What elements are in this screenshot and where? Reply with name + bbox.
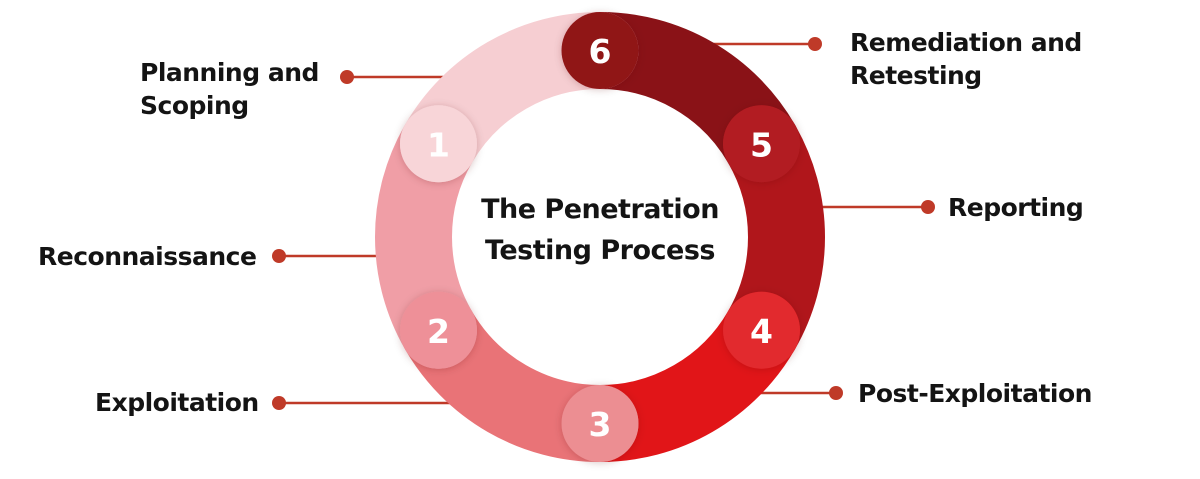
stage-number-2: 2 [427,312,450,351]
connector-dot-1 [340,70,354,84]
connector-dot-5 [921,200,935,214]
stage-numbers-group: 1 2 3 4 5 6 [427,32,773,444]
segment-caps-group [399,12,801,462]
stage-number-1: 1 [427,125,450,164]
stage-label-exploitation: Exploitation [95,388,259,417]
stage-label-post-exploitation: Post-Exploitation [858,379,1092,408]
segment-cap-2 [399,291,477,369]
connector-dot-2 [272,249,286,263]
diagram-title-line2: Testing Process [485,234,715,266]
stage-label-remediation-and-retesting: Remediation and Retesting [850,28,1082,90]
stage-label-reconnaissance: Reconnaissance [38,242,257,271]
connector-dot-4 [829,386,843,400]
connector-dot-6 [808,37,822,51]
connector-dot-3 [272,396,286,410]
segment-cap-6 [561,12,639,89]
stage-number-3: 3 [589,405,612,444]
diagram-title-line1: The Penetration [481,194,719,225]
stage-number-6: 6 [589,32,612,71]
stage-number-4: 4 [750,312,773,351]
connector-lines-group [272,37,935,410]
segment-cap-3 [561,385,639,462]
segment-cap-4 [723,291,801,369]
stage-label-planning-and-scoping: Planning and Scoping [140,58,319,120]
segment-cap-1 [399,105,477,183]
stage-number-5: 5 [750,125,773,164]
diagram-title: The Penetration Testing Process [440,190,760,271]
segment-cap-5 [723,105,801,183]
stage-label-reporting: Reporting [948,193,1084,222]
